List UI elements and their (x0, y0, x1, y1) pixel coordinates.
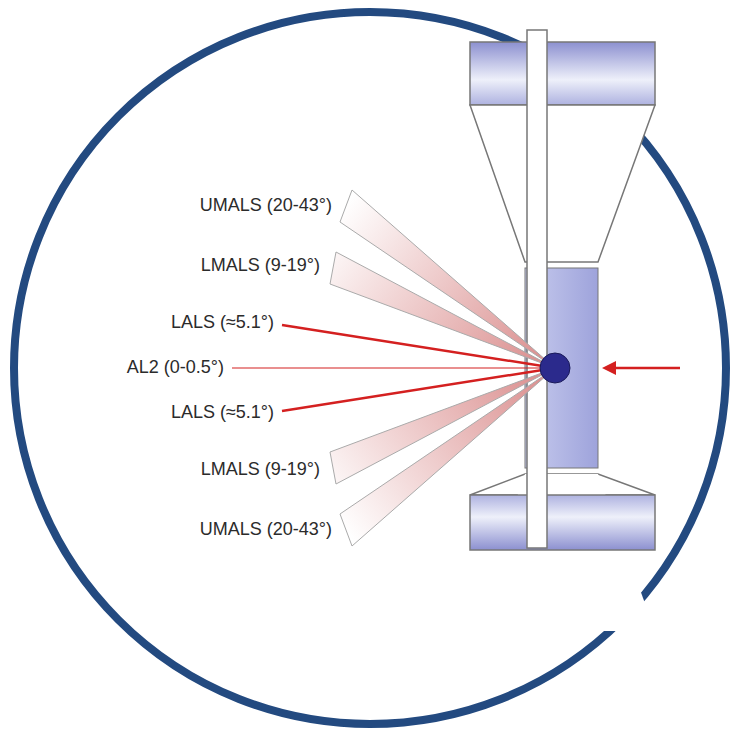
flow-cell (470, 30, 655, 631)
detector-label: LMALS (9-19°) (201, 256, 320, 276)
particle (540, 353, 570, 383)
detector-label: LALS (≈5.1°) (171, 313, 274, 333)
laser-arrow (602, 361, 680, 375)
detector-label: AL2 (0-0.5°) (127, 358, 224, 378)
frame-circle (14, 12, 726, 724)
detector-label: UMALS (20-43°) (200, 520, 332, 540)
scatter-beams (232, 325, 555, 411)
detector-label: LMALS (9-19°) (201, 460, 320, 480)
detector-label: LALS (≈5.1°) (171, 403, 274, 423)
detector-label: UMALS (20-43°) (200, 196, 332, 216)
